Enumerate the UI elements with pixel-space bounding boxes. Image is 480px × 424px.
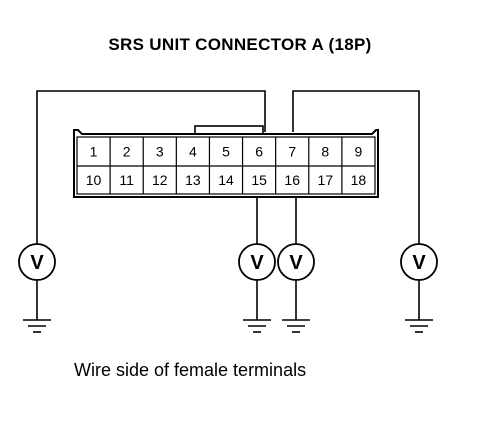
pin-label: 15 <box>251 172 267 188</box>
pin-label: 5 <box>222 144 230 160</box>
voltmeter-symbol: V <box>250 252 264 274</box>
pin-label: 2 <box>123 144 131 160</box>
ground-icon <box>23 319 51 333</box>
pin-label: 16 <box>284 172 300 188</box>
voltmeter-icon: V <box>18 243 56 333</box>
voltmeter-symbol: V <box>412 252 426 274</box>
voltmeter-symbol: V <box>289 252 303 274</box>
pin-label: 11 <box>119 172 134 188</box>
pin-label: 9 <box>355 144 363 160</box>
test-leads <box>36 90 420 244</box>
voltmeter-icon: V <box>400 243 438 333</box>
pin-label: 10 <box>86 172 102 188</box>
ground-icon <box>405 319 433 333</box>
pin-label: 7 <box>288 144 296 160</box>
connector-lock-tab <box>194 125 264 135</box>
pin-label: 1 <box>90 144 98 160</box>
pin-label: 8 <box>321 144 329 160</box>
lead-pin6-to-meter-left <box>36 90 266 244</box>
ground-icon <box>282 319 310 333</box>
pin-label: 12 <box>152 172 168 188</box>
pin-grid <box>76 136 376 195</box>
pin-label: 17 <box>318 172 334 188</box>
voltmeter-icon: V <box>238 243 276 333</box>
lead-pin7-to-meter-right <box>292 90 420 244</box>
voltmeter-icon: V <box>277 243 315 333</box>
diagram-title: SRS UNIT CONNECTOR A (18P) <box>108 35 372 54</box>
pin-label: 6 <box>255 144 263 160</box>
connector-housing <box>73 125 379 198</box>
connector-body <box>73 129 379 198</box>
diagram-caption: Wire side of female terminals <box>74 360 307 380</box>
pin-label: 14 <box>218 172 234 188</box>
voltmeter-symbol: V <box>30 252 44 274</box>
pin-label: 3 <box>156 144 164 160</box>
pin-label: 18 <box>351 172 367 188</box>
pin-label: 13 <box>185 172 201 188</box>
pin-label: 4 <box>189 144 197 160</box>
ground-icon <box>243 319 271 333</box>
